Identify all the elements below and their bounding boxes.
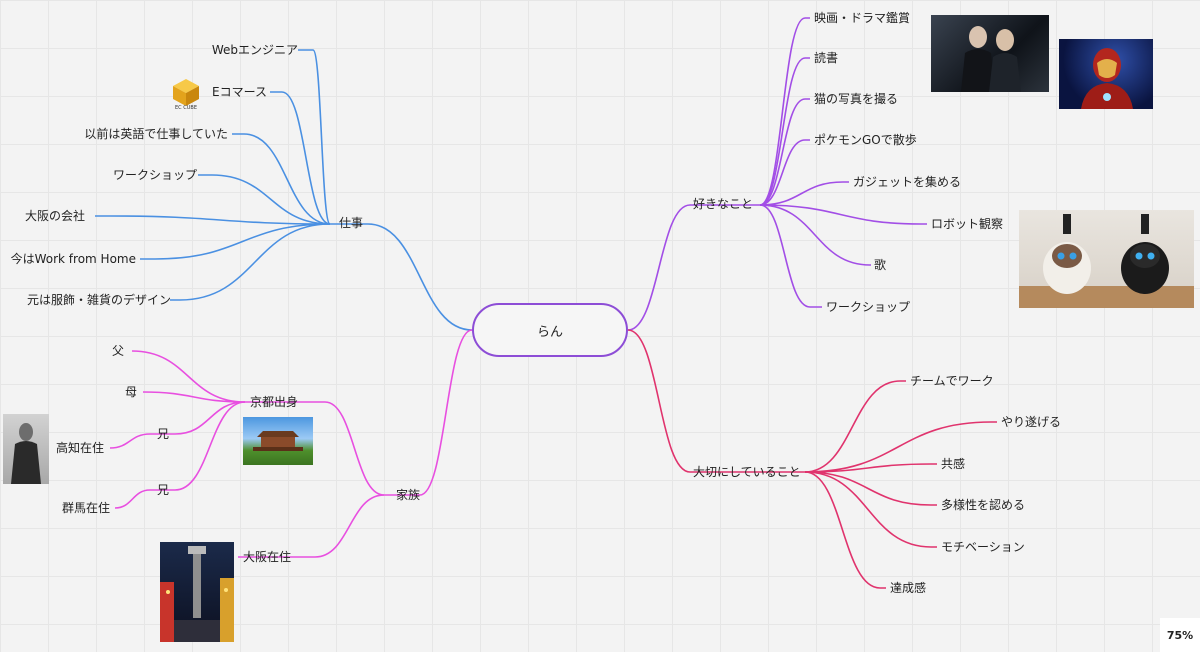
root-node[interactable]: らん [472, 303, 628, 357]
node-values-empathy[interactable]: 共感 [941, 457, 966, 471]
node-likes-gadgets[interactable]: ガジェットを集める [853, 175, 962, 189]
connector-kyoto-mother [142, 391, 246, 403]
node-likes-workshop[interactable]: ワークショップ [826, 300, 911, 314]
node-values-accomplish[interactable]: やり遂げる [1001, 415, 1062, 429]
connector-likes-2 [759, 98, 810, 206]
node-likes-cat-photos[interactable]: 猫の写真を撮る [814, 92, 899, 106]
connector-likes-1 [759, 57, 810, 206]
node-family-kyoto[interactable]: 京都出身 [250, 395, 299, 409]
zoom-level-indicator[interactable]: 75% [1160, 618, 1200, 652]
connector-likes-5 [759, 204, 927, 225]
node-family-brother-1[interactable]: 兄 [157, 427, 170, 441]
node-family-osaka[interactable]: 大阪在住 [243, 550, 292, 564]
zoom-level-text: 75% [1166, 628, 1194, 642]
connector-family-kyoto [245, 401, 385, 496]
iron-man-photo[interactable] [1059, 39, 1153, 109]
drama-photo[interactable] [931, 15, 1049, 92]
node-family-father[interactable]: 父 [112, 344, 125, 358]
connector-root-work [330, 223, 473, 331]
connector-work-1 [270, 91, 331, 225]
connector-values-2 [804, 463, 937, 473]
connector-root-family [384, 329, 473, 496]
node-values-diversity[interactable]: 多様性を認める [941, 498, 1026, 512]
connector-root-values [627, 329, 805, 473]
connector-likes-7 [759, 204, 822, 308]
node-work-ecommerce[interactable]: Eコマース [212, 85, 267, 99]
node-work-english[interactable]: 以前は英語で仕事していた [84, 127, 228, 141]
connector-work-6 [170, 223, 331, 301]
node-likes-pokemon-go[interactable]: ポケモンGOで散歩 [814, 133, 917, 147]
connector-work-5 [140, 223, 331, 260]
node-likes[interactable]: 好きなこと [693, 197, 754, 211]
node-likes-movies[interactable]: 映画・ドラマ鑑賞 [814, 11, 911, 25]
connector-values-1 [804, 421, 997, 473]
connector-kyoto-brother-1 [150, 401, 246, 435]
node-family-mother[interactable]: 母 [125, 385, 138, 399]
ec-cube-logo-text: EC CUBE [175, 105, 197, 111]
node-likes-robots[interactable]: ロボット観察 [931, 217, 1004, 231]
node-likes-reading[interactable]: 読書 [814, 51, 839, 65]
node-values[interactable]: 大切にしていること [693, 465, 801, 479]
connector-values-5 [804, 471, 886, 589]
kyoto-temple-photo[interactable] [243, 417, 313, 465]
node-work-osaka-company[interactable]: 大阪の会社 [24, 209, 85, 223]
connector-work-3 [198, 174, 331, 225]
connector-work-4 [95, 215, 331, 225]
connector-brother-kochi [109, 433, 151, 449]
node-family[interactable]: 家族 [396, 488, 421, 502]
connector-brother-gunma [114, 489, 151, 509]
node-work-workshop[interactable]: ワークショップ [112, 168, 197, 182]
connector-family-osaka [238, 494, 385, 558]
node-work-from-home[interactable]: 今はWork from Home [10, 252, 136, 266]
node-values-achievement[interactable]: 達成感 [890, 581, 927, 595]
node-family-kochi[interactable]: 高知在住 [56, 441, 105, 455]
robot-photo[interactable] [1019, 210, 1194, 308]
connector-values-3 [804, 471, 937, 506]
root-label: らん [536, 324, 563, 340]
connector-work-0 [298, 49, 331, 225]
connector-kyoto-brother-2 [150, 401, 246, 491]
connector-likes-4 [759, 181, 849, 206]
node-likes-singing[interactable]: 歌 [874, 258, 887, 272]
connector-values-0 [804, 380, 906, 473]
connector-likes-3 [759, 139, 810, 206]
connector-kyoto-father [131, 350, 246, 403]
ec-cube-logo: EC CUBE [170, 78, 202, 112]
node-work-web-engineer[interactable]: Webエンジニア [211, 43, 298, 57]
connector-values-4 [804, 471, 937, 548]
node-values-motivation[interactable]: モチベーション [941, 540, 1025, 554]
connector-work-2 [232, 133, 331, 225]
osaka-street-photo[interactable] [160, 542, 234, 642]
node-family-brother-2[interactable]: 兄 [157, 483, 170, 497]
node-work-design[interactable]: 元は服飾・雑貨のデザイン [26, 293, 171, 307]
node-values-teamwork[interactable]: チームでワーク [910, 374, 994, 388]
node-work[interactable]: 仕事 [339, 216, 364, 230]
connector-likes-6 [759, 204, 871, 266]
node-family-gunma[interactable]: 群馬在住 [62, 501, 111, 515]
connector-root-likes [627, 204, 760, 331]
samurai-photo[interactable] [3, 414, 49, 484]
